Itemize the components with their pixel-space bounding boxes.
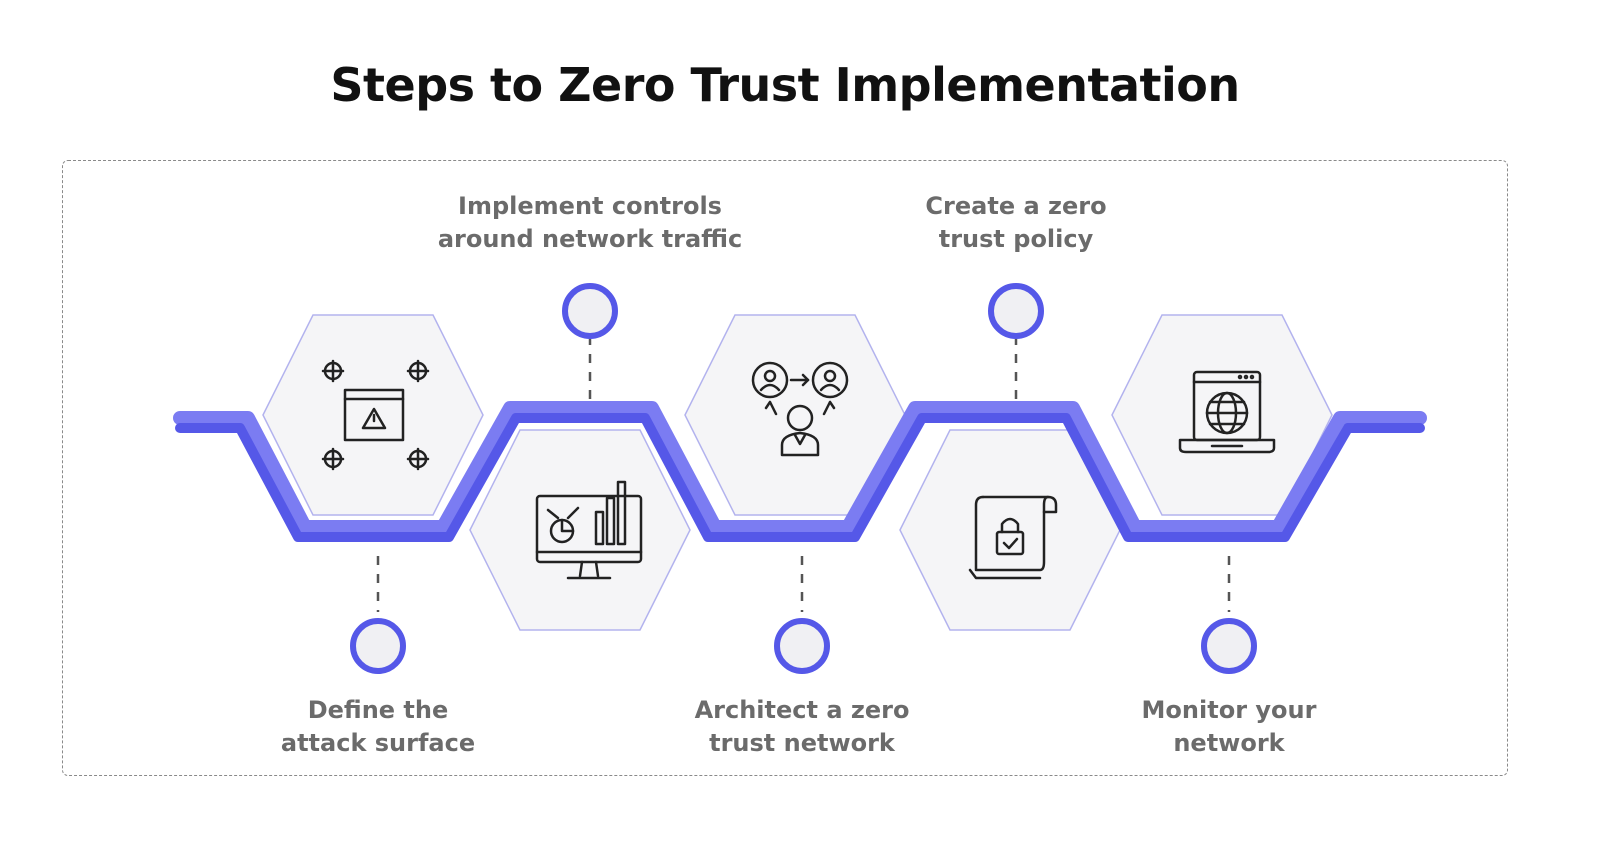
step-3-label: Architect a zero trust network <box>622 694 982 760</box>
zigzag-path-back <box>173 401 1427 534</box>
globe-laptop-icon <box>1178 370 1276 454</box>
marker-step-2 <box>562 283 618 339</box>
network-users-icon <box>751 361 849 457</box>
step-1-label: Define the attack surface <box>198 694 558 760</box>
step-1-label-line2: attack surface <box>280 729 476 757</box>
step-4-label: Create a zero trust policy <box>836 190 1196 256</box>
page-title: Steps to Zero Trust Implementation <box>330 58 1240 112</box>
step-5-label-line2: network <box>1173 729 1285 757</box>
markers <box>350 283 1257 674</box>
hexagon-step-5 <box>1111 314 1333 516</box>
step-5-label-line1: Monitor your <box>1141 696 1317 724</box>
marker-step-5 <box>1201 618 1257 674</box>
monitor-analytics-icon <box>535 480 643 580</box>
marker-step-4 <box>988 283 1044 339</box>
hexagon-step-2 <box>469 429 691 631</box>
hexagons <box>262 314 1333 631</box>
marker-step-3 <box>774 618 830 674</box>
step-5-label: Monitor your network <box>1049 694 1409 760</box>
marker-step-1 <box>350 618 406 674</box>
policy-lock-icon <box>968 495 1058 580</box>
step-1-label-line1: Define the <box>307 696 449 724</box>
step-2-label-line1: Implement controls <box>458 192 722 220</box>
step-4-label-line1: Create a zero <box>925 192 1107 220</box>
attack-surface-icon <box>321 359 430 471</box>
step-2-label: Implement controls around network traffi… <box>410 190 770 256</box>
step-2-label-line2: around network traffic <box>437 225 743 253</box>
zigzag-path <box>173 401 1427 542</box>
step-4-label-line2: trust policy <box>938 225 1094 253</box>
diagram-frame <box>62 160 1508 776</box>
step-3-label-line1: Architect a zero <box>694 696 910 724</box>
zigzag-path-front <box>175 413 1425 542</box>
step-3-label-line2: trust network <box>709 729 895 757</box>
